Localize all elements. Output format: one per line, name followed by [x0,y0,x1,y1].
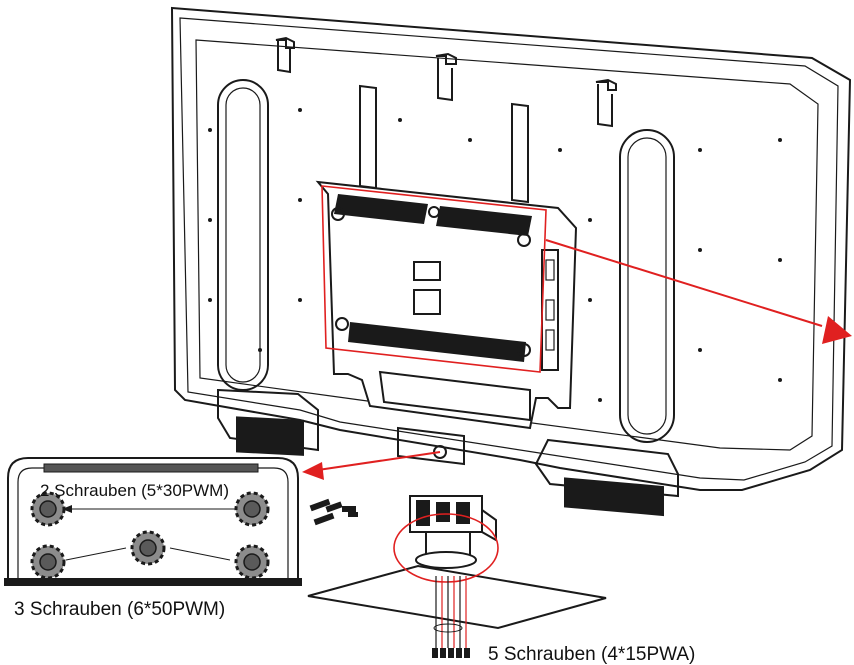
stand-highlight-circle [393,513,499,583]
detail-inset [4,457,302,586]
center-mount-plate [315,180,578,466]
bottom-screws-label: 3 Schrauben (6*50PWM) [14,599,225,620]
tv-back-panel [170,6,852,517]
loose-screws-icon [309,498,358,526]
inset-screw-bottom-right [234,544,270,580]
callout-arrow-right [545,239,852,344]
stand-screws-icon [432,576,470,658]
inset-screw-top-left [30,491,66,527]
stand-base [307,564,607,630]
stand-screws-label: 5 Schrauben (4*15PWA) [488,644,695,665]
inset-screw-bottom-center [130,530,166,566]
inset-screw-bottom-left [30,544,66,580]
inset-screw-top-right [234,491,270,527]
callout-arrow-left [302,451,441,480]
panel-dots [208,108,782,402]
stand-neck [409,495,497,569]
mount-highlight-outline [321,185,547,373]
top-screws-label: 2 Schrauben (5*30PWM) [40,481,229,500]
